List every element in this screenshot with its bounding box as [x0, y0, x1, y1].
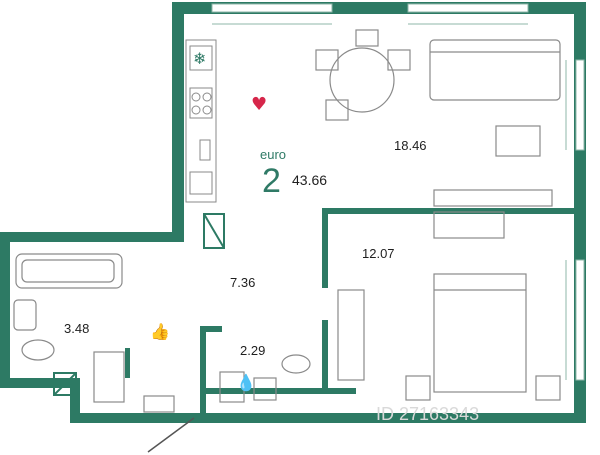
water-drop-icon: 💧 [236, 373, 256, 392]
kitchen-units [185, 39, 217, 203]
sofa [429, 39, 561, 239]
column-markers [53, 213, 225, 396]
window-lines [212, 23, 567, 380]
euro-label: euro [260, 147, 286, 162]
dining-set [315, 29, 411, 121]
area-bathroom: 3.48 [64, 321, 89, 336]
windows [211, 3, 585, 381]
snowflake-icon: ❄ [193, 49, 206, 68]
area-living-kitchen: 18.46 [394, 138, 427, 153]
area-bedroom: 12.07 [362, 246, 395, 261]
bath-fixtures [13, 253, 311, 413]
total-area: 43.66 [292, 172, 327, 188]
bedroom-furniture [337, 273, 561, 401]
area-hallway: 7.36 [230, 275, 255, 290]
heart-icon: ♥ [251, 94, 267, 115]
entrance-arrow [147, 417, 195, 453]
area-toilet: 2.29 [240, 343, 265, 358]
thumbs-up-icon: 👍 [150, 322, 170, 341]
watermark: ID 27163343 [376, 404, 479, 424]
rooms-count: 2 [262, 162, 281, 200]
